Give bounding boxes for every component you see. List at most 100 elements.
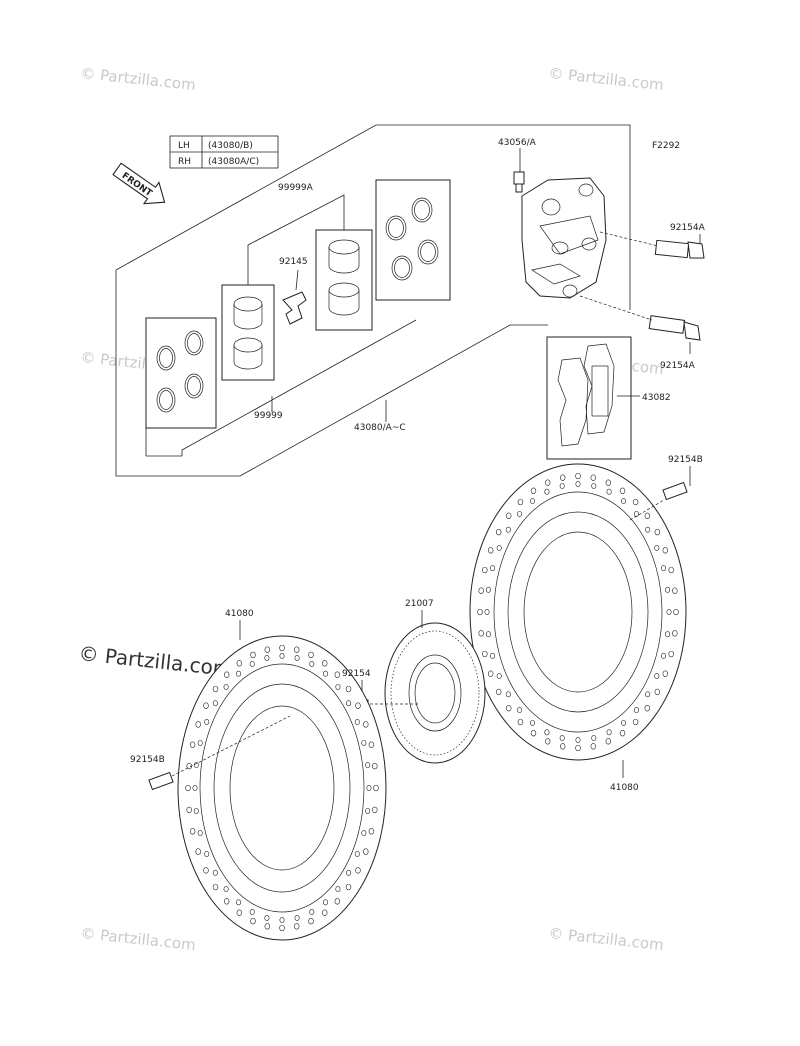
disc-hole — [620, 498, 626, 505]
disc-hole — [496, 528, 502, 536]
disc-hole — [279, 917, 285, 923]
watermark-large: © Partzilla.com — [77, 641, 233, 681]
disc-hole — [620, 719, 626, 726]
disc-hole — [346, 700, 352, 707]
disc-hole — [654, 688, 660, 696]
disc-hole — [575, 737, 581, 743]
disc-hole — [363, 721, 369, 728]
disc-hole — [619, 730, 626, 737]
disc-hole — [366, 785, 372, 791]
disc-hole — [591, 482, 597, 489]
disc-hole — [672, 630, 678, 637]
disc-hole — [355, 702, 361, 709]
disc-hole — [575, 481, 581, 487]
disc-hole — [482, 650, 488, 658]
disc-hole — [654, 528, 660, 536]
disc-hole — [662, 670, 668, 677]
kit-99999-bracket — [181, 319, 417, 456]
disc-hole — [197, 830, 203, 837]
disc-hole — [373, 784, 379, 792]
watermark: © Partzilla.com — [80, 64, 197, 94]
disc-hole — [193, 762, 199, 769]
disc-hole — [517, 498, 524, 506]
disc-hole — [478, 630, 484, 637]
disc-hole — [606, 488, 612, 495]
disc-hole — [204, 719, 210, 725]
disc-hole — [516, 510, 522, 517]
disc-hole — [660, 565, 666, 572]
brake-disc-right — [469, 463, 687, 761]
disc-hole — [334, 671, 340, 678]
disc-hole — [559, 743, 566, 750]
disc-hole — [236, 899, 242, 906]
brake-pads — [546, 336, 632, 460]
disc-hole — [488, 670, 494, 677]
disc-hole — [478, 587, 484, 594]
disc-hole — [591, 735, 597, 742]
disc-hole — [223, 886, 229, 893]
disc-hole — [559, 482, 565, 489]
brake-disc-left — [177, 635, 387, 941]
disc-hole — [559, 735, 565, 742]
disc-hole — [666, 609, 672, 615]
disc-hole — [632, 498, 639, 506]
disc-hole — [309, 661, 315, 667]
label-99999A: 99999A — [278, 183, 314, 193]
disc-hole — [294, 915, 300, 921]
disc-hole — [529, 719, 535, 726]
disc-hole — [575, 472, 581, 480]
label-92154B-right: 92154B — [668, 455, 703, 465]
disc-hole — [368, 741, 375, 748]
disc-hole — [485, 586, 491, 593]
disc-hole — [204, 851, 210, 857]
disc-hole — [249, 909, 255, 915]
disc-hole — [654, 673, 660, 679]
disc-hole — [645, 691, 651, 698]
disc-hole — [294, 646, 300, 653]
disc-hole — [365, 807, 371, 814]
disc-hole — [544, 738, 551, 745]
side-rh: RH — [178, 157, 191, 167]
disc-hole — [530, 487, 537, 494]
disc-hole — [496, 688, 502, 696]
side-lh-part: (43080/B) — [208, 141, 253, 151]
disc-hole — [365, 762, 371, 769]
spring-92145 — [282, 291, 307, 325]
disc-hole — [197, 739, 203, 746]
caliper-assembly-outline — [115, 124, 631, 310]
label-21007: 21007 — [405, 599, 434, 609]
disc-hole — [605, 738, 611, 745]
disc-hole — [529, 498, 535, 505]
side-table: LH (43080/B) RH (43080A/C) — [169, 135, 279, 169]
disc-hole — [361, 739, 367, 746]
disc-hole — [672, 587, 678, 594]
disc-hole — [345, 685, 352, 693]
label-92154: 92154 — [342, 669, 371, 679]
disc-hole — [619, 487, 626, 494]
watermark: © Partzilla.com — [548, 924, 665, 954]
label-43082: 43082 — [642, 393, 671, 403]
disc-hole — [189, 741, 196, 748]
disc-hole — [506, 705, 512, 712]
disc-hole — [309, 909, 315, 915]
watermark: © Partzilla.com — [548, 64, 665, 94]
label-41080-right: 41080 — [610, 783, 639, 793]
piston-kit-left — [221, 284, 275, 381]
disc-hole — [308, 917, 314, 925]
disc-hole — [544, 729, 550, 736]
disc-hole — [505, 691, 511, 698]
label-92154A-top: 92154A — [670, 223, 706, 233]
disc-hole — [660, 652, 666, 659]
disc-hole — [334, 898, 340, 905]
disc-hole — [264, 915, 270, 921]
disc-hole — [224, 898, 230, 905]
disc-hole — [212, 700, 218, 707]
disc-hole — [372, 806, 378, 814]
disc-hole — [322, 670, 328, 677]
disc-hole — [368, 828, 375, 835]
disc-hole — [517, 718, 524, 726]
disc-hole — [668, 566, 674, 574]
disc-hole — [236, 660, 243, 667]
disc-hole — [294, 655, 300, 661]
disc-hole — [195, 848, 201, 855]
